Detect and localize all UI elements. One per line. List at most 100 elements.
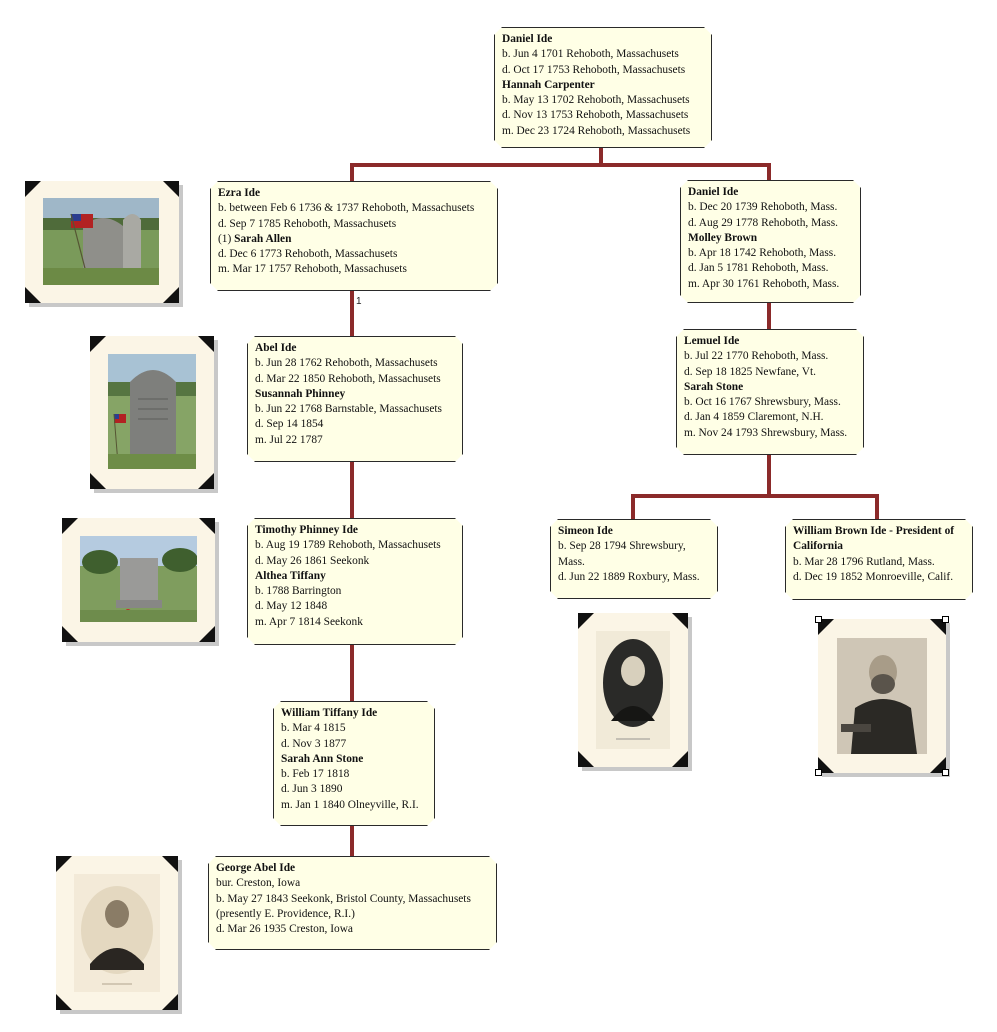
person-line: (1) Sarah Allen <box>218 232 491 247</box>
person-box-abel-ide[interactable]: Abel Ide b. Jun 28 1762 Rehoboth, Massach… <box>247 336 463 462</box>
person-name: Timothy Phinney Ide <box>255 524 358 536</box>
photo-abel-gravestone[interactable] <box>90 336 214 489</box>
person-event: d. May 12 1848 <box>255 600 328 613</box>
person-line: b. Mar 28 1796 Rutland, Mass. <box>793 555 966 570</box>
person-event: m. Jan 1 1840 Olneyville, R.I. <box>281 798 419 811</box>
person-line: d. Jun 3 1890 <box>281 782 428 797</box>
person-line: m. Apr 30 1761 Rehoboth, Mass. <box>688 277 854 292</box>
photo-timothy-monument[interactable] <box>62 518 215 642</box>
person-line: d. Jan 5 1781 Rehoboth, Mass. <box>688 261 854 276</box>
person-box-daniel-ide-1701[interactable]: Daniel Ide b. Jun 4 1701 Rehoboth, Massac… <box>494 27 712 148</box>
selection-handle[interactable] <box>942 769 949 776</box>
gravestone-flag-icon <box>43 198 159 285</box>
person-line: Sarah Stone <box>684 380 857 395</box>
person-event: b. Mar 28 1796 Rutland, Mass. <box>793 555 935 568</box>
person-event: d. Jan 5 1781 Rehoboth, Mass. <box>688 262 829 275</box>
person-event: b. Jun 22 1768 Barnstable, Massachusets <box>255 403 442 416</box>
person-event: b. Jul 22 1770 Rehoboth, Mass. <box>684 350 829 363</box>
gravestone-flag-icon-2 <box>108 354 196 469</box>
photo-ezra-gravestone[interactable] <box>25 181 179 303</box>
person-line: d. Mar 26 1935 Creston, Iowa <box>216 922 490 937</box>
person-event: m. Nov 24 1793 Shrewsbury, Mass. <box>684 426 848 439</box>
person-event: d. Mar 26 1935 Creston, Iowa <box>216 923 353 936</box>
person-line: d. Sep 18 1825 Newfane, Vt. <box>684 365 857 380</box>
person-line: Daniel Ide <box>502 32 705 47</box>
person-line: George Abel Ide <box>216 861 490 876</box>
person-event: b. Dec 20 1739 Rehoboth, Mass. <box>688 201 838 214</box>
person-line: d. Nov 3 1877 <box>281 737 428 752</box>
person-line: d. Oct 17 1753 Rehoboth, Massachusets <box>502 63 705 78</box>
person-event: d. May 26 1861 Seekonk <box>255 554 370 567</box>
person-line: b. Jun 28 1762 Rehoboth, Massachusets <box>255 356 456 371</box>
person-line: California <box>793 539 966 554</box>
person-name: Daniel Ide <box>502 33 553 45</box>
person-line: b. May 27 1843 Seekonk, Bristol County, … <box>216 892 490 907</box>
person-line: bur. Creston, Iowa <box>216 876 490 891</box>
person-name: Daniel Ide <box>688 186 739 198</box>
person-line: b. 1788 Barrington <box>255 584 456 599</box>
person-line: Timothy Phinney Ide <box>255 523 456 538</box>
person-line: b. Jul 22 1770 Rehoboth, Mass. <box>684 349 857 364</box>
person-line: Susannah Phinney <box>255 387 456 402</box>
person-line: William Brown Ide - President of <box>793 524 966 539</box>
person-line: Daniel Ide <box>688 185 854 200</box>
person-line: Lemuel Ide <box>684 334 857 349</box>
person-line: Althea Tiffany <box>255 569 456 584</box>
person-event: b. Apr 18 1742 Rehoboth, Mass. <box>688 247 837 260</box>
person-line: m. Jul 22 1787 <box>255 433 456 448</box>
person-line: d. Jun 22 1889 Roxbury, Mass. <box>558 570 711 585</box>
person-line: Mass. <box>558 555 711 570</box>
person-event: m. Apr 30 1761 Rehoboth, Mass. <box>688 277 840 290</box>
cemetery-monument-icon <box>80 536 197 622</box>
person-event: d. Mar 22 1850 Rehoboth, Massachusets <box>255 372 441 385</box>
person-name: Ezra Ide <box>218 187 261 199</box>
person-name: Molley Brown <box>688 231 758 244</box>
person-event: b. Jun 28 1762 Rehoboth, Massachusets <box>255 357 438 370</box>
person-event: b. 1788 Barrington <box>255 585 342 598</box>
selection-handle[interactable] <box>942 616 949 623</box>
oval-portrait-icon <box>596 631 670 749</box>
person-line: b. Oct 16 1767 Shrewsbury, Mass. <box>684 395 857 410</box>
person-event: d. Nov 13 1753 Rehoboth, Massachusets <box>502 109 689 122</box>
person-box-daniel-ide-1739[interactable]: Daniel Ide b. Dec 20 1739 Rehoboth, Mass.… <box>680 180 861 303</box>
person-line: d. Nov 13 1753 Rehoboth, Massachusets <box>502 108 705 123</box>
person-line: b. Mar 4 1815 <box>281 721 428 736</box>
person-event: m. Mar 17 1757 Rehoboth, Massachusets <box>218 263 407 276</box>
person-name: Althea Tiffany <box>255 569 326 582</box>
person-event: bur. Creston, Iowa <box>216 877 301 890</box>
person-box-timothy-phinney-ide[interactable]: Timothy Phinney Ide b. Aug 19 1789 Rehobo… <box>247 518 463 645</box>
person-name: Simeon Ide <box>558 525 613 537</box>
selection-handle[interactable] <box>815 769 822 776</box>
photo-simeon-portrait[interactable] <box>578 613 688 767</box>
person-box-simeon-ide[interactable]: Simeon Ide b. Sep 28 1794 Shrewsbury, Mass… <box>550 519 718 599</box>
person-name: Susannah Phinney <box>255 387 346 400</box>
person-line: Simeon Ide <box>558 524 711 539</box>
person-line: d. Dec 6 1773 Rehoboth, Massachusets <box>218 247 491 262</box>
photo-william-brown-portrait[interactable] <box>815 616 949 776</box>
person-line: b. Aug 19 1789 Rehoboth, Massachusets <box>255 538 456 553</box>
person-name: Abel Ide <box>255 342 297 354</box>
person-line: d. Sep 7 1785 Rehoboth, Massachusets <box>218 217 491 232</box>
photo-george-portrait[interactable] <box>56 856 178 1010</box>
spouse-number: (1) <box>218 232 235 245</box>
person-event: d. Dec 6 1773 Rehoboth, Massachusets <box>218 248 398 261</box>
person-line: d. Sep 14 1854 <box>255 417 456 432</box>
person-line: m. Jan 1 1840 Olneyville, R.I. <box>281 798 428 813</box>
person-name: Sarah Ann Stone <box>281 752 364 765</box>
person-event: b. Jun 4 1701 Rehoboth, Massachusets <box>502 48 679 61</box>
person-event: b. Oct 16 1767 Shrewsbury, Mass. <box>684 396 841 409</box>
person-event: d. Dec 19 1852 Monroeville, Calif. <box>793 570 954 583</box>
selection-handle[interactable] <box>815 616 822 623</box>
person-event: d. Sep 7 1785 Rehoboth, Massachusets <box>218 217 397 230</box>
person-event: b. Sep 28 1794 Shrewsbury, <box>558 540 686 553</box>
person-event: d. Nov 3 1877 <box>281 737 347 750</box>
person-line: m. Mar 17 1757 Rehoboth, Massachusets <box>218 262 491 277</box>
person-line: m. Dec 23 1724 Rehoboth, Massachusets <box>502 124 705 139</box>
person-event: d. Jan 4 1859 Claremont, N.H. <box>684 411 824 424</box>
